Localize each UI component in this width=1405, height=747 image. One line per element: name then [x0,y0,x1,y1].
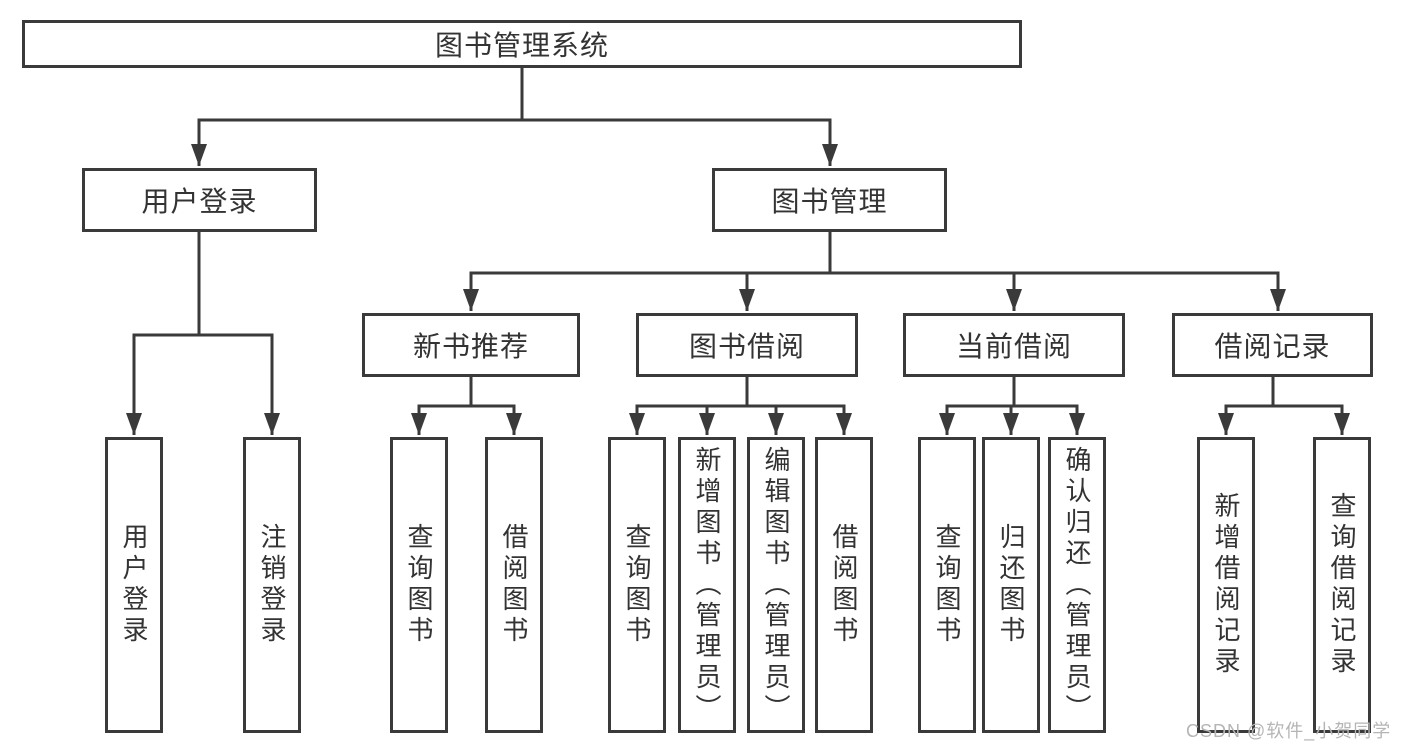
leaf-cb-confirm-return-admin: 确认归还（管理员） [1048,437,1106,733]
leaf-cb-return-book: 归还图书 [982,437,1040,733]
leaf-logout: 注销登录 [243,437,301,733]
csdn-watermark: CSDN @软件_小贺同学 [1186,721,1392,741]
node-borrowing-records: 借阅记录 [1172,313,1373,377]
node-current-borrowing: 当前借阅 [903,313,1125,377]
leaf-nb-borrow-book: 借阅图书 [485,437,543,733]
leaf-bb-borrow-book: 借阅图书 [815,437,873,733]
leaf-bb-add-book-admin: 新增图书（管理员） [678,437,736,733]
leaf-bb-edit-book-admin: 编辑图书（管理员） [747,437,805,733]
leaf-nb-query-book: 查询图书 [390,437,448,733]
leaf-cb-query-book: 查询图书 [918,437,976,733]
node-book-management: 图书管理 [712,168,947,232]
node-new-book-recommend: 新书推荐 [362,313,580,377]
leaf-br-add-record: 新增借阅记录 [1197,437,1255,733]
node-book-borrowing: 图书借阅 [636,313,858,377]
node-user-login: 用户登录 [82,168,317,232]
leaf-bb-query-book: 查询图书 [608,437,666,733]
node-library-management-system: 图书管理系统 [22,20,1022,68]
leaf-user-login: 用户登录 [105,437,163,733]
leaf-br-query-record: 查询借阅记录 [1313,437,1371,733]
